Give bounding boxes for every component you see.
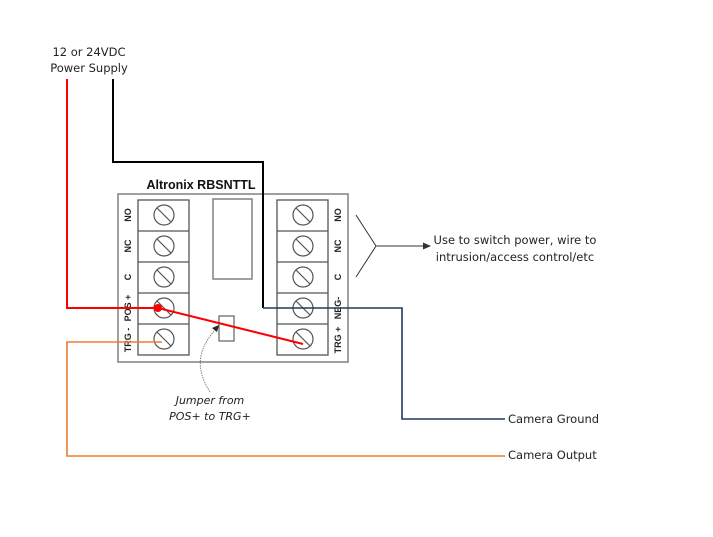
power-supply-label-line2: Power Supply	[50, 61, 128, 75]
screw-icon	[292, 204, 314, 226]
screw-icon	[292, 266, 314, 288]
right-terminal-label-c: C	[333, 273, 343, 280]
camera-output-label: Camera Output	[508, 448, 597, 462]
junction-dot	[154, 304, 162, 312]
power-supply-label-line1: 12 or 24VDC	[52, 45, 125, 59]
relay-note-line2: intrusion/access control/etc	[436, 250, 594, 264]
left-terminal-block	[137, 199, 190, 356]
right-terminal-label-no: NO	[333, 208, 343, 222]
screw-icon	[153, 235, 175, 257]
screw-icon	[153, 204, 175, 226]
jumper-note-line2: POS+ to TRG+	[169, 410, 251, 423]
screw-icon	[292, 235, 314, 257]
positive-wire	[66, 79, 158, 309]
left-terminal-label-trg-neg: TRG -	[123, 328, 133, 353]
fan-line-no	[355, 214, 377, 247]
left-terminal-label-nc: NC	[123, 239, 133, 252]
right-terminal-label-trg-pos: TRG +	[333, 327, 343, 354]
board-title: Altronix RBSNTTL	[146, 178, 255, 192]
screw-icon	[153, 328, 175, 350]
negative-wire	[112, 79, 264, 308]
camera-output-wire	[66, 341, 505, 457]
left-terminal-label-c: C	[123, 273, 133, 280]
jumper-note-line1: Jumper from	[174, 394, 245, 407]
right-terminal-block	[276, 199, 329, 356]
relay-note-line1: Use to switch power, wire to	[434, 233, 597, 247]
right-terminal-label-nc: NC	[333, 239, 343, 252]
jumper-block	[218, 315, 235, 342]
jumper-pointer-curve	[199, 327, 218, 393]
screw-icon	[153, 266, 175, 288]
jumper-pointer-arrow-icon	[212, 325, 219, 332]
relay-component	[212, 198, 253, 280]
arrow-head-icon	[423, 242, 431, 250]
screw-icon	[292, 328, 314, 350]
camera-ground-wire	[263, 307, 505, 420]
fan-line-c	[355, 245, 377, 278]
camera-ground-label: Camera Ground	[508, 412, 599, 426]
left-terminal-label-no: NO	[123, 208, 133, 222]
jumper-wire	[157, 307, 304, 345]
